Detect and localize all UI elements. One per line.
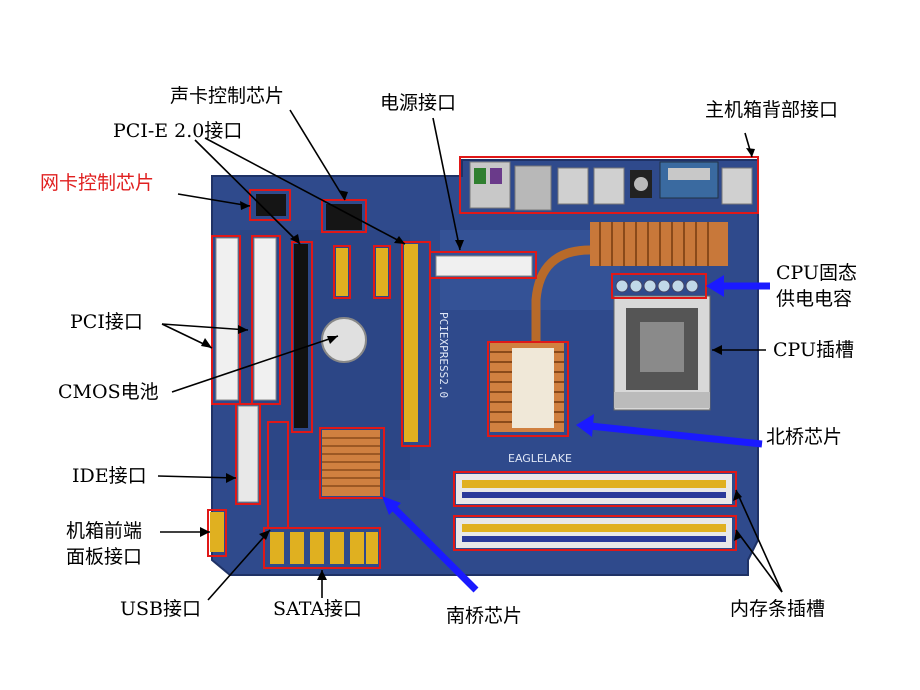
highlight-boxes [207, 156, 759, 569]
power-connector [435, 255, 533, 277]
label-nic-chip: 网卡控制芯片 [40, 172, 155, 194]
silk-pcie-text: PCIEXPRESS2.0 [437, 312, 450, 398]
nic-chip [256, 194, 286, 216]
southbridge-heatsink [322, 430, 380, 496]
leader-lines [157, 109, 783, 601]
sata-connectors [270, 532, 378, 564]
silk-brand-text: EAGLELAKE [508, 452, 572, 465]
label-rear-panel: 主机箱背部接口 [705, 99, 839, 121]
cpu-socket [613, 295, 711, 411]
front-panel-header [210, 512, 224, 552]
heat-pipe [531, 245, 591, 345]
sound-chip [326, 204, 362, 230]
cmos-battery [321, 317, 367, 363]
label-front-panel-1: 机箱前端 [66, 520, 143, 542]
ide-connector [237, 405, 259, 503]
label-memory: 内存条插槽 [730, 598, 826, 620]
northbridge-heatsink [490, 342, 564, 432]
label-sound-chip: 声卡控制芯片 [170, 85, 285, 107]
pcie-x16-slot-1 [294, 244, 308, 428]
rear-panel-ports [469, 161, 753, 211]
pcie-x1-slot-1 [336, 248, 348, 296]
label-cpu-socket: CPU插槽 [773, 339, 855, 361]
label-southbridge: 南桥芯片 [446, 605, 523, 627]
cpu-capacitors [615, 279, 699, 293]
pci-slot-1 [215, 237, 239, 401]
label-pci: PCI接口 [70, 311, 143, 333]
label-sata: SATA接口 [273, 598, 363, 620]
memory-slot-b [456, 518, 732, 548]
label-usb: USB接口 [120, 598, 201, 620]
label-front-panel-2: 面板接口 [66, 546, 143, 568]
pci-slot-2 [253, 237, 277, 401]
label-pcie: PCI-E 2.0接口 [113, 120, 243, 142]
label-power-connector: 电源接口 [380, 92, 457, 114]
label-cpu-caps-1: CPU固态 [776, 262, 858, 284]
leader-arrowheads [200, 148, 755, 580]
blue-arrows [382, 275, 770, 593]
pcie-x16-slot-2 [404, 244, 418, 442]
vrm-heatsink [590, 222, 728, 266]
label-cmos: CMOS电池 [58, 381, 159, 403]
memory-slot-a [456, 474, 732, 504]
label-cpu-caps-2: 供电电容 [776, 288, 853, 310]
label-northbridge: 北桥芯片 [766, 426, 843, 448]
label-ide: IDE接口 [72, 465, 147, 487]
pcie-x1-slot-2 [376, 248, 388, 296]
